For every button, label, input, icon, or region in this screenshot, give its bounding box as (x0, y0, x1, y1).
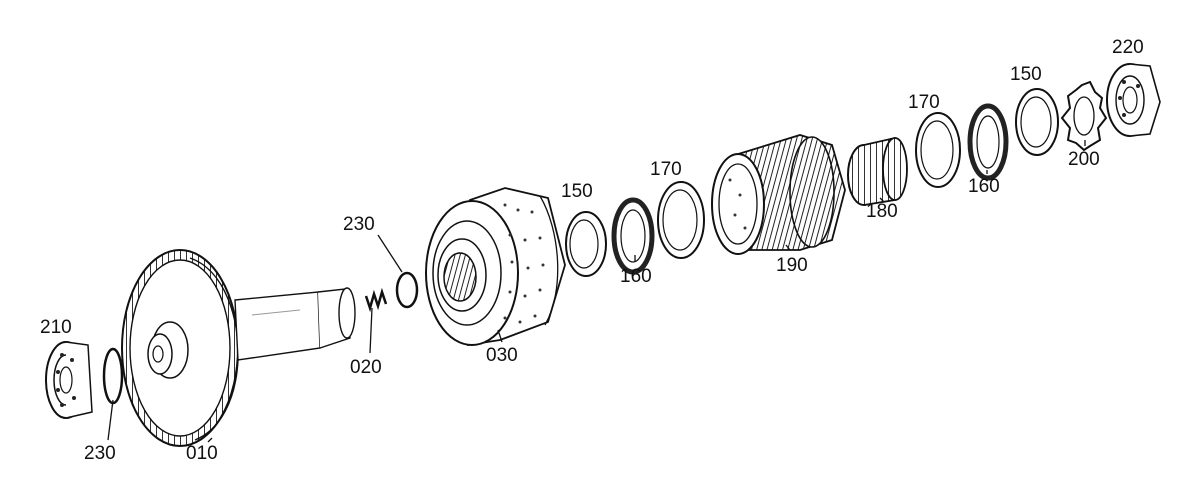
part-020-spring (364, 287, 388, 313)
label-160-a: 160 (620, 266, 652, 287)
label-160-b: 160 (968, 176, 1000, 197)
leader-lines (107, 140, 1086, 443)
label-190: 190 (776, 255, 808, 276)
part-010-gear-shaft (121, 249, 356, 447)
label-220: 220 (1112, 37, 1144, 58)
part-180-needle-cage (847, 136, 908, 206)
label-020: 020 (350, 357, 382, 378)
label-180: 180 (866, 201, 898, 222)
label-170-a: 170 (650, 159, 682, 180)
label-150-a: 150 (561, 181, 593, 202)
label-210: 210 (40, 317, 72, 338)
part-150-disc-2 (1015, 88, 1059, 156)
part-230-snap-ring (102, 347, 124, 405)
part-210-bearing (45, 341, 93, 419)
label-150-b: 150 (1010, 64, 1042, 85)
part-030-clutch-drum (425, 187, 566, 347)
part-190-drum-gear (711, 134, 846, 255)
part-150-disc (565, 211, 607, 277)
label-230-b: 230 (343, 214, 375, 235)
label-200: 200 (1068, 149, 1100, 170)
part-170-disc-2 (915, 112, 961, 188)
label-010: 010 (186, 443, 218, 464)
label-170-b: 170 (908, 92, 940, 113)
part-220-bearing (1106, 63, 1161, 137)
label-030: 030 (486, 345, 518, 366)
label-230-a: 230 (84, 443, 116, 464)
part-160-friction-disc-2 (967, 103, 1009, 181)
part-230-snap-ring-2 (395, 271, 419, 309)
part-170-disc (657, 181, 705, 259)
part-200-lock-washer (1060, 80, 1108, 152)
part-160-friction-disc (611, 197, 655, 275)
